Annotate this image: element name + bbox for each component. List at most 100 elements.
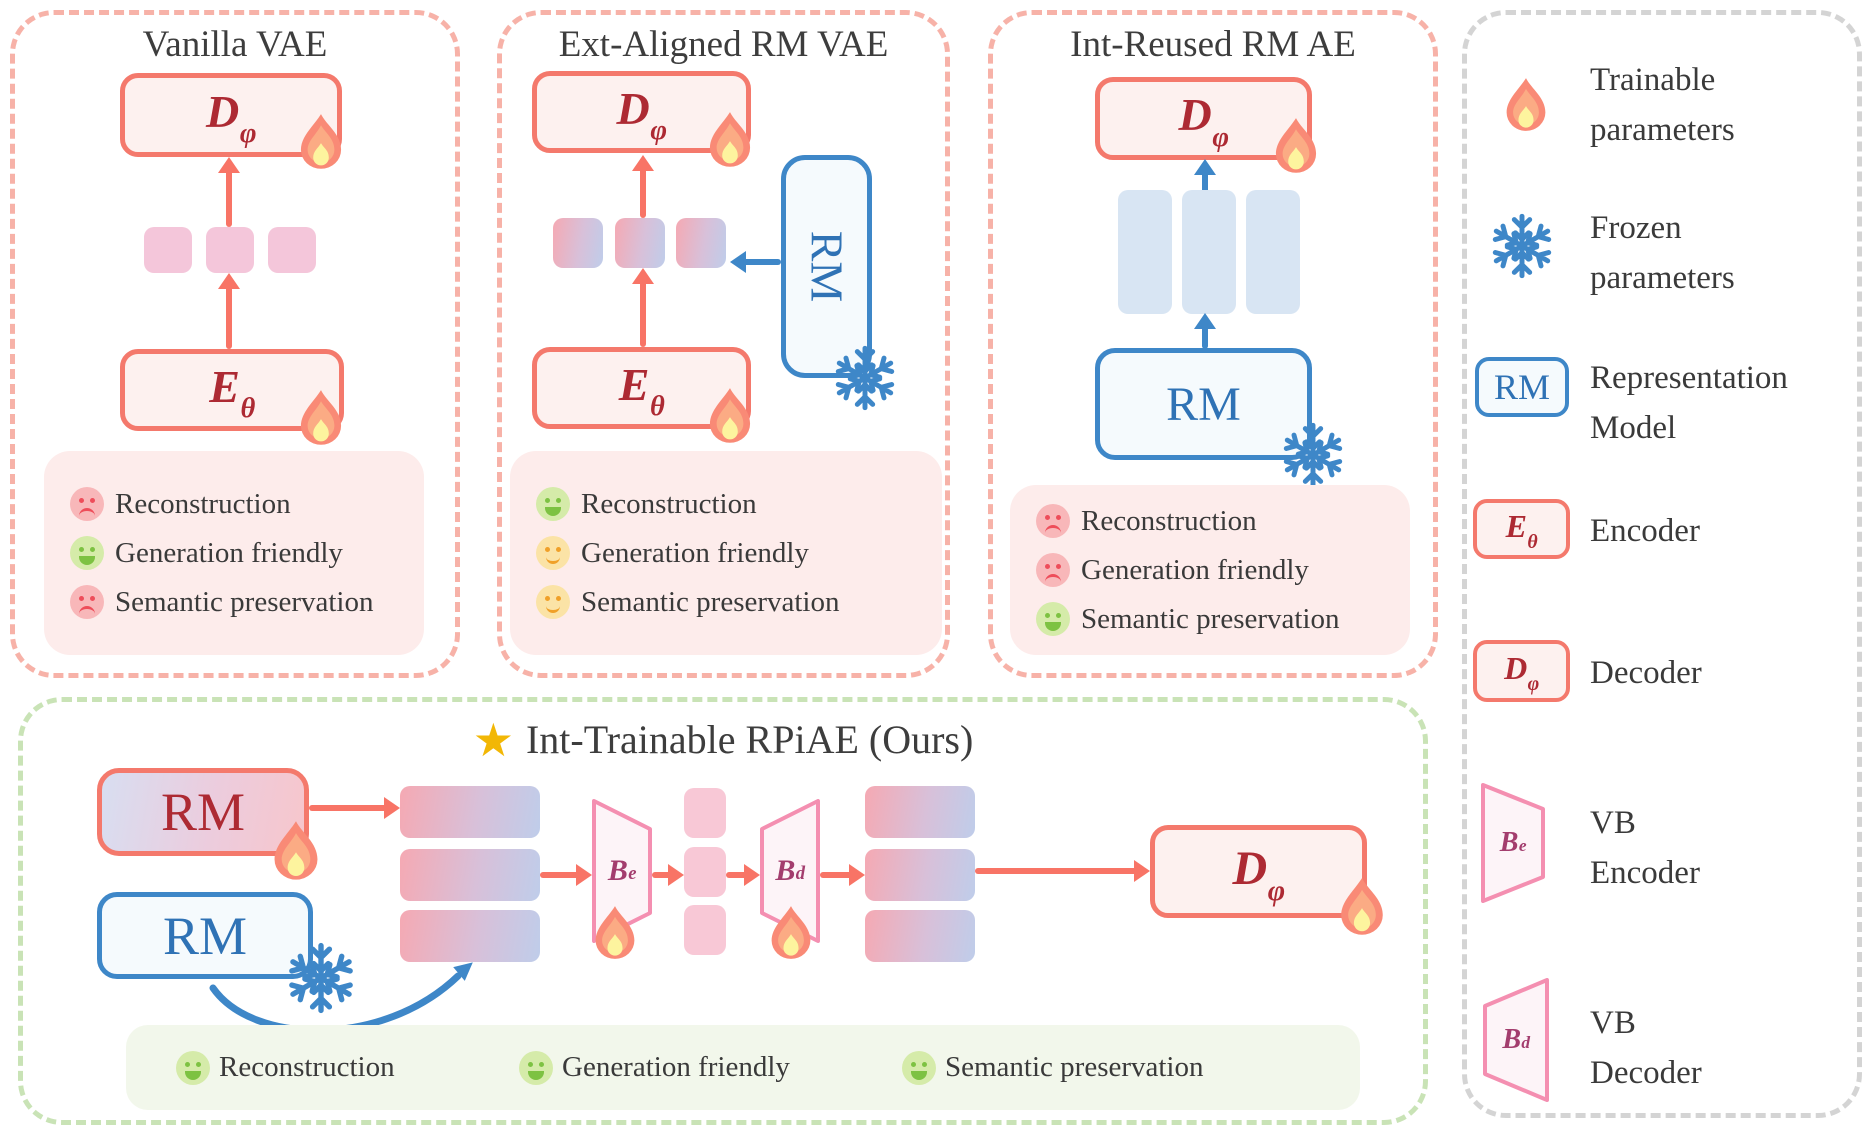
- feature-token: [1246, 190, 1300, 314]
- status-row: Generation friendly: [1036, 553, 1410, 587]
- panel-int-reused-rm-ae: Int-Reused RM AE Dφ RM Reconstruction Ge…: [988, 10, 1438, 678]
- snowflake-icon: [1280, 422, 1346, 488]
- status-list: Reconstruction Generation friendly Seman…: [126, 1025, 1360, 1110]
- mood-icon: [536, 585, 570, 619]
- status-list: Reconstruction Generation friendly Seman…: [510, 451, 942, 655]
- status-row: Reconstruction: [176, 1025, 395, 1110]
- snowflake-icon: [1489, 213, 1555, 279]
- panel-title: Int-Reused RM AE: [1070, 24, 1356, 65]
- latent-token: [684, 905, 726, 955]
- arrow-right: [820, 864, 865, 886]
- flame-icon: [771, 906, 811, 959]
- rm-box: RM: [1095, 348, 1312, 460]
- mood-icon: [536, 487, 570, 521]
- arrow-right: [540, 864, 592, 886]
- arrow-up: [218, 157, 240, 227]
- rm-label: RM: [1166, 377, 1241, 431]
- feature-bar: [400, 910, 540, 962]
- feature-bar: [865, 849, 975, 901]
- latent-token: [206, 227, 254, 273]
- status-list: Reconstruction Generation friendly Seman…: [44, 451, 424, 655]
- latent-token: [553, 218, 603, 268]
- flame-icon: [595, 906, 635, 959]
- arrow-left: [730, 251, 781, 273]
- status-row: Generation friendly: [70, 536, 424, 570]
- decoder-box: Dφ: [1095, 77, 1312, 160]
- panel-ext-aligned-rm-vae: Ext-Aligned RM VAE Dφ Eθ RM Reconstructi…: [497, 10, 950, 678]
- rm-label: RM: [160, 782, 246, 842]
- rm-box: RM: [1475, 357, 1569, 417]
- star-icon: ★: [472, 712, 514, 767]
- latent-token: [144, 227, 192, 273]
- status-row: Reconstruction: [70, 487, 424, 521]
- arrow-right: [975, 860, 1150, 882]
- latent-token: [684, 788, 726, 838]
- feature-token: [1182, 190, 1236, 314]
- latent-token: [684, 847, 726, 897]
- status-row: Generation friendly: [536, 536, 942, 570]
- mood-icon: [1036, 553, 1070, 587]
- flame-icon: [1341, 878, 1383, 935]
- status-row: Semantic preservation: [536, 585, 942, 619]
- decoder-label: Dφ: [1178, 89, 1230, 153]
- mood-icon: [536, 536, 570, 570]
- legend-label-decoder: Decoder: [1590, 655, 1702, 691]
- mood-icon: [1036, 504, 1070, 538]
- feature-bar: [400, 786, 540, 838]
- decoder-label: Dφ: [1232, 841, 1286, 907]
- mood-icon: [70, 536, 104, 570]
- rm-trainable-box: RM: [97, 768, 309, 856]
- status-row: Semantic preservation: [70, 585, 424, 619]
- decoder-label: Dφ: [616, 82, 668, 147]
- panel-vanilla-vae: Vanilla VAE Dφ Eθ Reconstruction Generat…: [10, 10, 460, 678]
- decoder-box: Dφ: [120, 73, 342, 157]
- decoder-box: Dφ: [1150, 825, 1367, 918]
- arrow-up: [1194, 159, 1216, 196]
- arrow-right: [652, 864, 684, 886]
- arrow-up: [1194, 313, 1216, 349]
- status-row: Semantic preservation: [902, 1025, 1204, 1110]
- status-row: Generation friendly: [519, 1025, 790, 1110]
- rm-frozen-box: RM: [97, 892, 313, 979]
- mood-icon: [176, 1050, 210, 1085]
- panel-title: ★ Int-Trainable RPiAE (Ours): [23, 716, 1423, 763]
- flame-icon: [709, 112, 751, 167]
- mood-icon: [1036, 602, 1070, 636]
- flame-icon: [274, 821, 318, 880]
- mood-icon: [902, 1050, 936, 1085]
- panel-title: Ext-Aligned RM VAE: [558, 24, 889, 65]
- feature-token: [1118, 190, 1172, 314]
- encoder-box: Eθ: [532, 347, 751, 429]
- flame-icon: [300, 114, 342, 169]
- latent-token: [268, 227, 316, 273]
- mood-icon: [70, 487, 104, 521]
- arrow-up: [632, 268, 654, 347]
- latent-token: [615, 218, 665, 268]
- panel-title-text: Int-Trainable RPiAE (Ours): [525, 717, 974, 762]
- flame-icon: [1506, 78, 1546, 131]
- status-row: Reconstruction: [536, 487, 942, 521]
- latent-token: [676, 218, 726, 268]
- decoder-box: Dφ: [1473, 640, 1570, 702]
- decoder-label: Dφ: [206, 85, 257, 150]
- encoder-label: Eθ: [618, 358, 665, 423]
- status-row: Reconstruction: [1036, 504, 1410, 538]
- feature-bar: [865, 786, 975, 838]
- rm-label: RM: [162, 905, 248, 966]
- arrow-right: [309, 797, 400, 819]
- legend-label-encoder: Encoder: [1590, 513, 1700, 549]
- arrow-up: [218, 273, 240, 349]
- feature-bar: [400, 849, 540, 901]
- status-row: Semantic preservation: [1036, 602, 1410, 636]
- flame-icon: [300, 390, 342, 445]
